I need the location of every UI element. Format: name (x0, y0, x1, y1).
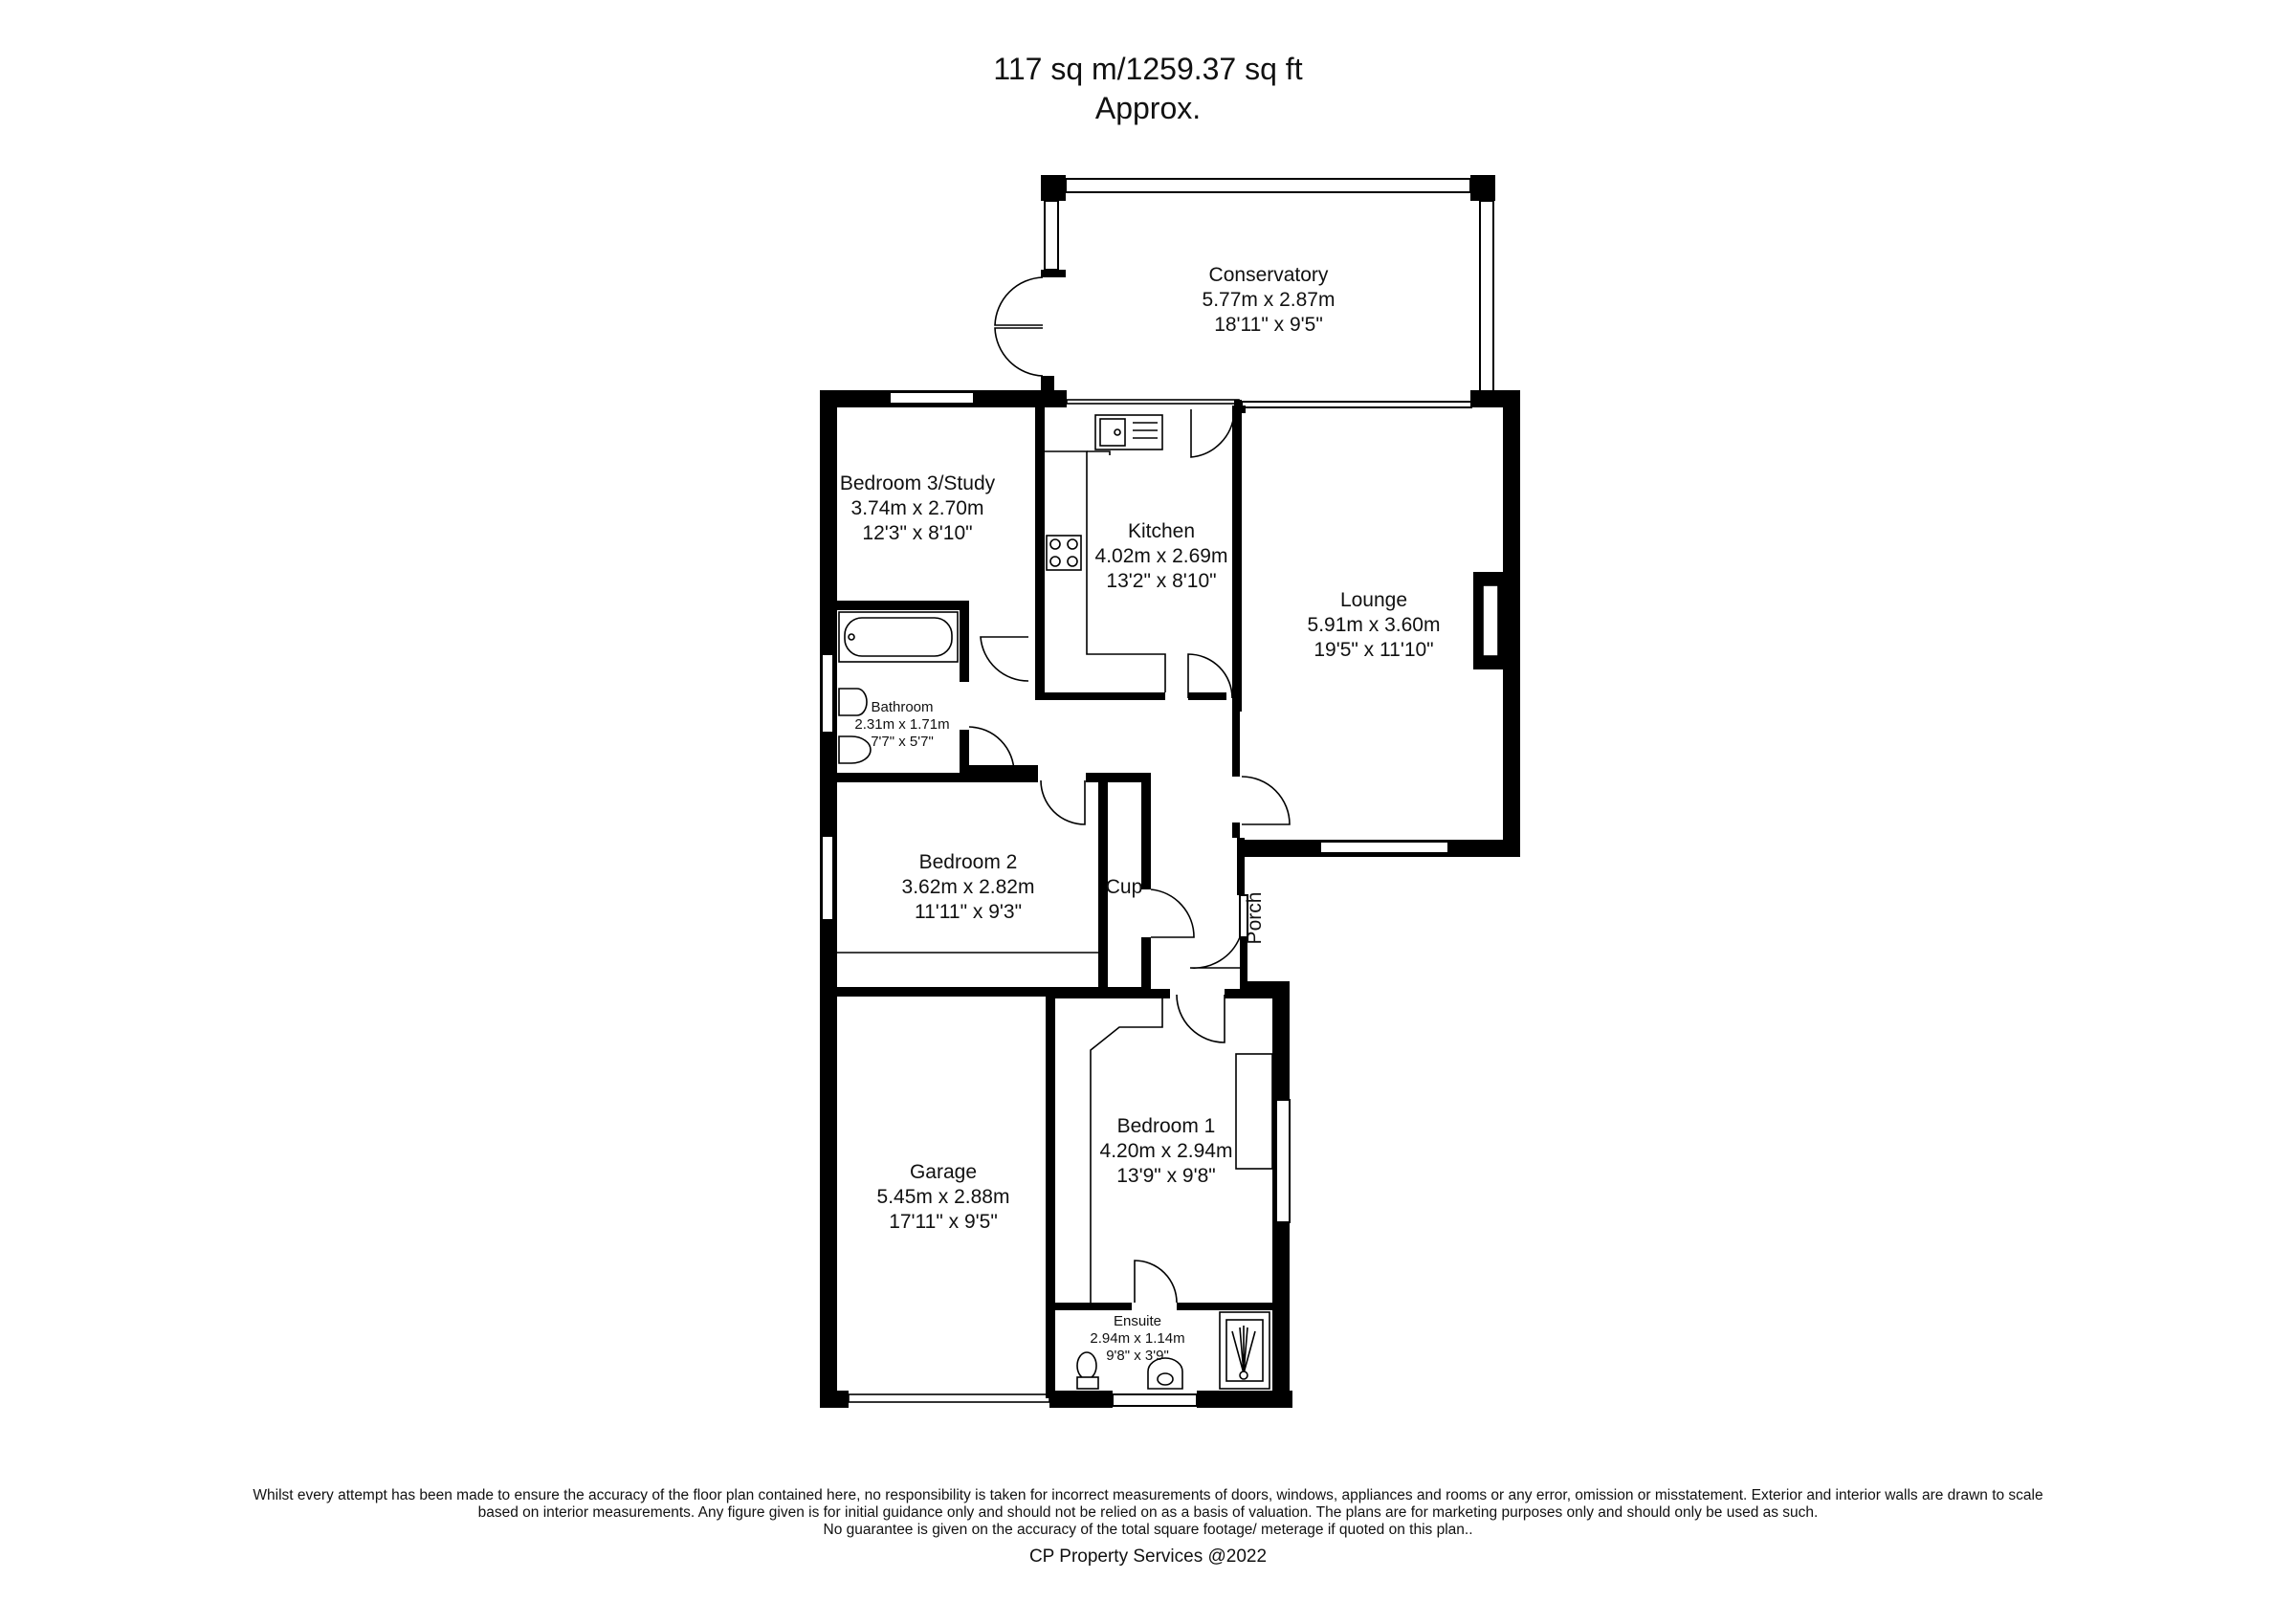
cupboard-name: Cup (1106, 876, 1143, 898)
kitchen-metric: 4.02m x 2.69m (1095, 545, 1228, 567)
disclaimer-line: based on interior measurements. Any figu… (477, 1504, 1819, 1521)
approx-label: Approx. (1094, 91, 1202, 125)
garage-name: Garage (910, 1161, 977, 1183)
ensuite-basin-icon (1147, 1357, 1183, 1390)
kitchen-worktop (1045, 450, 1166, 692)
bedroom2-metric: 3.62m x 2.82m (902, 876, 1035, 898)
kitchen-sink-icon (1094, 414, 1163, 450)
interior-walls (837, 406, 1290, 1398)
total-area: 117 sq m/1259.37 sq ft (993, 52, 1303, 86)
porch-name: Porch (1244, 892, 1266, 945)
bathroom-imperial: 7'7" x 5'7" (871, 734, 934, 750)
bedroom2-name: Bedroom 2 (919, 851, 1018, 873)
ensuite-imperial: 9'8" x 3'9" (1106, 1348, 1169, 1364)
disclaimer-line: No guarantee is given on the accuracy of… (823, 1522, 1473, 1538)
bath-icon (838, 611, 959, 663)
bedroom3-metric: 3.74m x 2.70m (851, 497, 984, 519)
bedroom1-imperial: 13'9" x 9'8" (1116, 1165, 1216, 1187)
bathroom-basin-icon (838, 688, 868, 716)
garage-imperial: 17'11" x 9'5" (889, 1211, 998, 1233)
bedroom3-imperial: 12'3" x 8'10" (862, 522, 972, 544)
ensuite-metric: 2.94m x 1.14m (1090, 1330, 1184, 1347)
lounge-name: Lounge (1340, 589, 1407, 611)
bedroom2-imperial: 11'11" x 9'3" (915, 901, 1022, 923)
hob-icon (1046, 535, 1082, 571)
bedroom1-metric: 4.20m x 2.94m (1100, 1140, 1233, 1162)
ensuite-name: Ensuite (1114, 1313, 1161, 1329)
room-labels: Conservatory 5.77m x 2.87m 18'11" x 9'5"… (840, 264, 1441, 1364)
bedroom3-name: Bedroom 3/Study (840, 472, 996, 494)
conservatory-french-doors (994, 276, 1044, 377)
disclaimer-line: Whilst every attempt has been made to en… (253, 1487, 2043, 1503)
shower-icon (1219, 1311, 1270, 1390)
plan-header: 117 sq m/1259.37 sq ft Approx. (0, 50, 2296, 128)
kitchen-imperial: 13'2" x 8'10" (1106, 570, 1216, 592)
bathroom-toilet-icon (838, 735, 872, 764)
kitchen-name: Kitchen (1128, 520, 1195, 542)
bathroom-metric: 2.31m x 1.71m (854, 716, 949, 733)
doors (968, 409, 1291, 1304)
lounge-metric: 5.91m x 3.60m (1308, 614, 1441, 636)
garage-metric: 5.45m x 2.88m (877, 1186, 1010, 1208)
ensuite-toilet-icon (1076, 1351, 1099, 1390)
conservatory-metric: 5.77m x 2.87m (1203, 289, 1336, 311)
disclaimer: Whilst every attempt has been made to en… (96, 1487, 2200, 1539)
fixtures (838, 414, 1273, 1390)
bedroom1-name: Bedroom 1 (1117, 1115, 1216, 1137)
bathroom-name: Bathroom (871, 699, 933, 715)
conservatory-name: Conservatory (1209, 264, 1329, 286)
conservatory-imperial: 18'11" x 9'5" (1214, 314, 1323, 336)
lounge-imperial: 19'5" x 11'10" (1314, 639, 1433, 661)
copyright: CP Property Services @2022 (1028, 1546, 1268, 1567)
